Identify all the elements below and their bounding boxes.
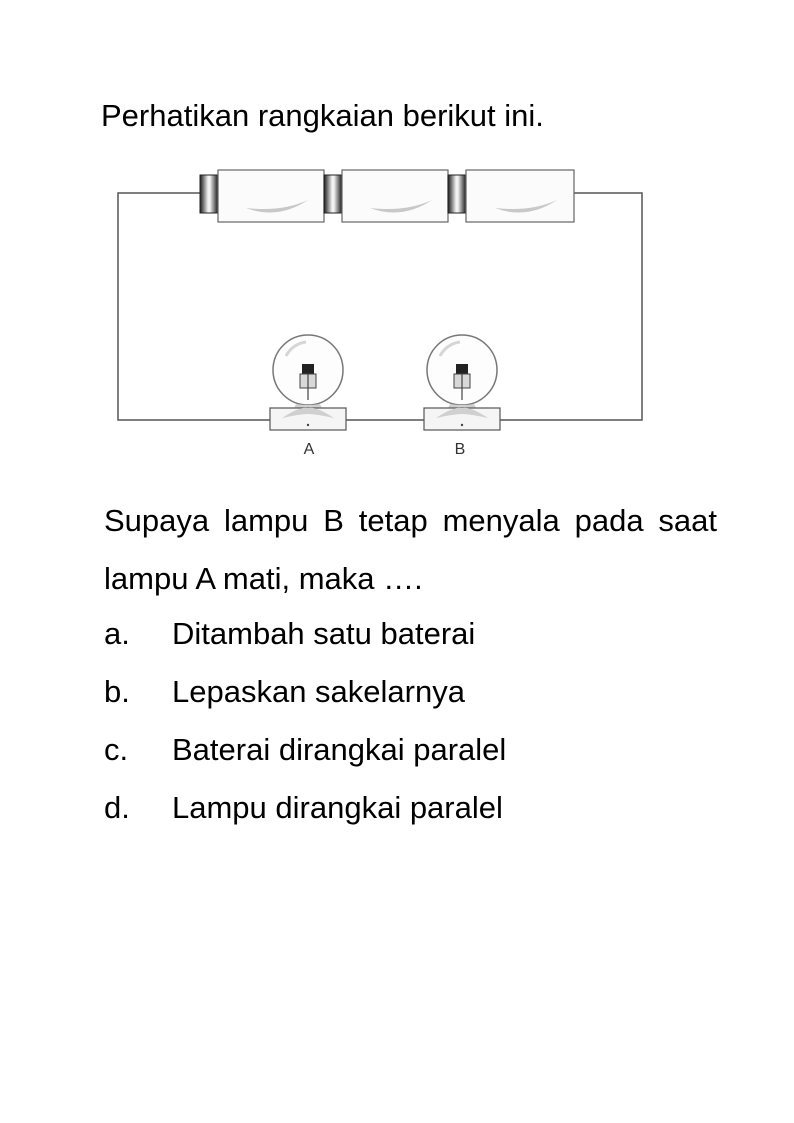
lamp-b	[423, 334, 501, 431]
option-letter: c.	[104, 732, 129, 767]
intro-text: Perhatikan rangkaian berikut ini.	[101, 98, 544, 133]
lamp-a-label: A	[304, 441, 315, 458]
battery-2	[323, 169, 449, 223]
circuit-wire	[117, 192, 643, 421]
option-a: a. Ditambah satu baterai	[104, 605, 724, 663]
question-text: Supaya lampu B tetap menyala pada saat l…	[104, 503, 717, 596]
option-text: Lepaskan sakelarnya	[172, 674, 465, 709]
battery-1	[199, 169, 325, 223]
battery-3	[447, 169, 575, 223]
answer-options: a. Ditambah satu baterai b. Lepaskan sak…	[104, 605, 724, 837]
circuit-diagram: A B	[117, 169, 643, 458]
lamp-b-label: B	[455, 441, 466, 458]
lamp-a	[269, 334, 347, 431]
option-letter: b.	[104, 674, 130, 709]
option-c: c. Baterai dirangkai paralel	[104, 721, 724, 779]
option-text: Baterai dirangkai paralel	[172, 732, 507, 767]
option-text: Ditambah satu baterai	[172, 616, 476, 651]
option-b: b. Lepaskan sakelarnya	[104, 663, 724, 721]
option-d: d. Lampu dirangkai paralel	[104, 779, 724, 837]
option-text: Lampu dirangkai paralel	[172, 790, 503, 825]
option-letter: a.	[104, 616, 130, 651]
option-letter: d.	[104, 790, 130, 825]
